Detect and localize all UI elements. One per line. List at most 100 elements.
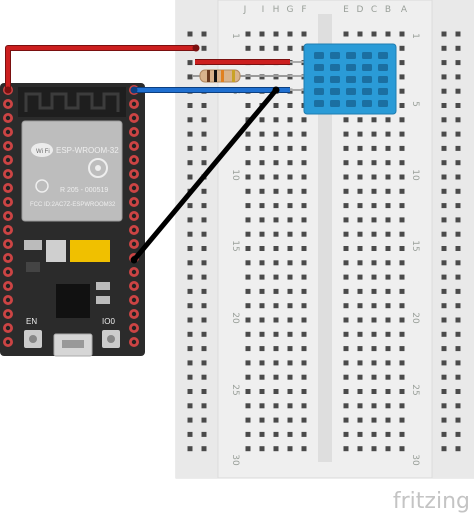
breadboard-hole: [455, 31, 461, 37]
wire-black: [132, 88, 278, 262]
header-pin-hole: [131, 143, 137, 149]
breadboard-hole: [201, 117, 207, 123]
breadboard-hole: [385, 31, 391, 37]
breadboard-hole: [245, 417, 251, 423]
breadboard-hole: [455, 403, 461, 409]
row-number: 15: [410, 240, 420, 251]
breadboard-hole: [187, 174, 193, 180]
breadboard-hole: [399, 131, 405, 137]
breadboard-hole: [287, 446, 293, 452]
wifi-logo-icon: [31, 143, 53, 157]
breadboard-hole: [455, 74, 461, 80]
breadboard-hole: [343, 246, 349, 251]
breadboard-hole: [273, 303, 279, 309]
breadboard-hole: [301, 117, 307, 123]
breadboard-hole: [287, 246, 293, 251]
breadboard-hole: [301, 31, 307, 37]
breadboard-hole: [441, 260, 447, 266]
breadboard-hole: [399, 274, 405, 280]
breadboard-hole: [301, 274, 307, 280]
breadboard-hole: [385, 346, 391, 352]
breadboard-hole: [455, 431, 461, 437]
breadboard-hole: [259, 217, 265, 223]
breadboard-hole: [399, 103, 405, 108]
row-number: 5: [410, 101, 420, 107]
resistor: [192, 69, 290, 83]
breadboard-hole: [455, 374, 461, 380]
breadboard-hole: [399, 260, 405, 266]
breadboard-hole: [441, 389, 447, 394]
grille-slot: [330, 64, 340, 71]
breadboard-hole: [245, 145, 251, 151]
breadboard-hole: [399, 60, 405, 66]
col-letter: E: [343, 5, 349, 15]
breadboard-hole: [441, 303, 447, 309]
breadboard-hole: [287, 260, 293, 266]
breadboard-hole: [357, 403, 363, 409]
breadboard-hole: [441, 446, 447, 452]
breadboard-hole: [455, 303, 461, 309]
breadboard-hole: [287, 131, 293, 137]
breadboard-hole: [385, 360, 391, 366]
breadboard-hole: [371, 203, 377, 209]
header-pin-hole: [5, 143, 11, 149]
breadboard-hole: [455, 346, 461, 352]
grille-slot: [314, 100, 324, 107]
breadboard-hole: [187, 360, 193, 366]
breadboard-hole: [187, 60, 193, 66]
breadboard-hole: [259, 188, 265, 194]
breadboard-hole: [301, 389, 307, 394]
breadboard-hole: [187, 417, 193, 423]
column-letters: J I H G F E D C B A: [243, 5, 408, 15]
col-letter: I: [262, 5, 265, 15]
breadboard-hole: [273, 188, 279, 194]
breadboard-hole: [441, 246, 447, 251]
breadboard-hole: [287, 288, 293, 294]
breadboard-hole: [187, 117, 193, 123]
breadboard-hole: [441, 117, 447, 123]
breadboard-hole: [455, 417, 461, 423]
wifi-text: Wi Fi: [36, 149, 50, 155]
breadboard-hole: [343, 160, 349, 166]
breadboard-hole: [441, 88, 447, 94]
breadboard-hole: [399, 288, 405, 294]
breadboard-hole: [357, 188, 363, 194]
breadboard-hole: [259, 288, 265, 294]
breadboard-hole: [259, 117, 265, 123]
breadboard-hole: [385, 260, 391, 266]
breadboard-hole: [441, 145, 447, 151]
smd-part: [96, 282, 110, 290]
breadboard-hole: [357, 288, 363, 294]
resistor-band: [214, 70, 217, 82]
breadboard-hole: [441, 45, 447, 51]
breadboard-hole: [273, 160, 279, 166]
breadboard-hole: [385, 374, 391, 380]
breadboard-hole: [201, 317, 207, 323]
breadboard-hole: [343, 431, 349, 437]
breadboard-hole: [301, 160, 307, 166]
header-pin-hole: [131, 227, 137, 233]
wire-end: [272, 86, 280, 94]
center-channel: [318, 14, 332, 462]
resistor-band: [207, 70, 210, 82]
antenna-area: [18, 87, 126, 117]
breadboard-hole: [455, 60, 461, 66]
breadboard-hole: [245, 103, 251, 108]
breadboard-hole: [273, 346, 279, 352]
grille-slot: [346, 52, 356, 59]
breadboard-hole: [301, 131, 307, 137]
header-pin-hole: [5, 185, 11, 191]
breadboard-hole: [259, 145, 265, 151]
breadboard-hole: [399, 74, 405, 80]
row-number: 25: [230, 384, 240, 395]
breadboard-hole: [245, 374, 251, 380]
breadboard-hole: [455, 360, 461, 366]
breadboard-hole: [441, 60, 447, 66]
header-pin-hole: [5, 339, 11, 345]
breadboard-hole: [343, 346, 349, 352]
breadboard-hole: [245, 217, 251, 223]
header-pin-hole: [5, 297, 11, 303]
breadboard-hole: [287, 303, 293, 309]
breadboard-hole: [343, 331, 349, 337]
